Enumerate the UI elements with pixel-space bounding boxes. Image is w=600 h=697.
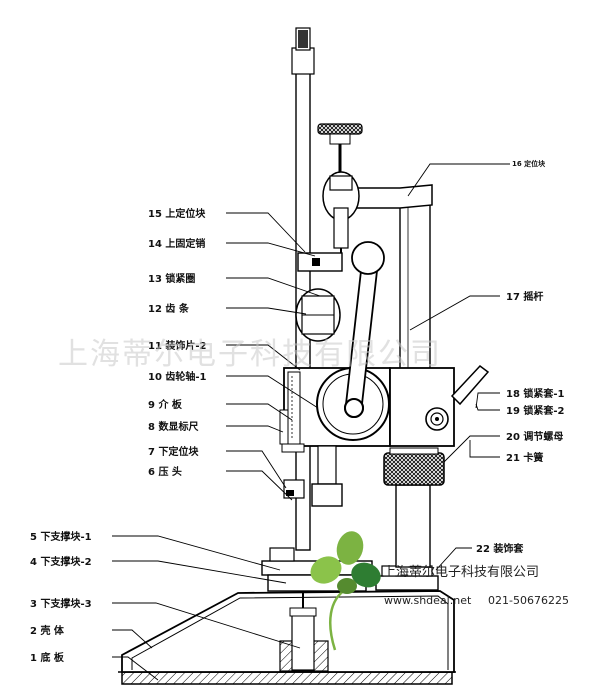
label-22: 22 装饰套 <box>476 542 524 555</box>
label-3: 3 下支撑块-3 <box>30 597 92 610</box>
upper-positioning-block <box>297 252 343 272</box>
label-14: 14 上固定销 <box>148 237 205 250</box>
lower-positioning-block <box>281 443 305 499</box>
label-20: 20 调节螺母 <box>506 430 563 443</box>
label-1: 1 底 板 <box>30 651 65 664</box>
watermark-phone: 021-50676225 <box>488 594 569 607</box>
label-17: 17 摇杆 <box>506 290 543 303</box>
clover-logo-icon <box>310 531 381 651</box>
decorative-sleeve <box>375 565 439 591</box>
watermark-url: www.shdeal.net <box>384 594 472 607</box>
right-labels: 16 定位块 17 摇杆 18 锁紧套-1 19 锁紧套-2 20 调节螺母 2… <box>476 159 565 555</box>
base-plate <box>118 671 456 685</box>
side-handle <box>425 364 490 431</box>
label-6: 6 压 头 <box>148 465 182 478</box>
label-8: 8 数显标尺 <box>148 420 198 433</box>
label-11: 11 装饰片-2 <box>148 339 207 352</box>
label-16: 16 定位块 <box>512 159 546 168</box>
watermark-text: 上海蒂尔电子科技有限公司 <box>58 337 442 372</box>
main-column <box>395 194 431 568</box>
label-9: 9 介 板 <box>148 398 183 411</box>
locking-ring <box>295 288 341 342</box>
label-2: 2 壳 体 <box>30 624 65 637</box>
leader-lines <box>112 163 510 681</box>
label-21: 21 卡簧 <box>506 451 543 464</box>
top-knob <box>317 123 363 176</box>
rocker-lever <box>344 241 385 418</box>
label-7: 7 下定位块 <box>148 445 199 458</box>
rack-rod <box>291 27 315 551</box>
label-12: 12 齿 条 <box>148 302 190 315</box>
watermark-company: 上海蒂尔电子科技有限公司 <box>383 565 539 580</box>
adjusting-nut <box>383 447 445 486</box>
label-15: 15 上定位块 <box>148 207 206 220</box>
label-4: 4 下支撑块-2 <box>30 555 92 568</box>
label-13: 13 锁紧圈 <box>148 272 195 285</box>
left-labels: 15 上定位块 14 上固定销 13 锁紧圈 12 齿 条 11 装饰片-2 1… <box>30 207 207 664</box>
upper-locking-ring <box>322 171 360 262</box>
lower-support-block-3 <box>279 590 329 672</box>
label-5: 5 下支撑块-1 <box>30 530 92 543</box>
indenter-head <box>311 445 343 507</box>
label-10: 10 齿轮轴-1 <box>148 370 207 383</box>
label-18: 18 锁紧套-1 <box>506 387 565 400</box>
label-19: 19 锁紧套-2 <box>506 404 565 417</box>
